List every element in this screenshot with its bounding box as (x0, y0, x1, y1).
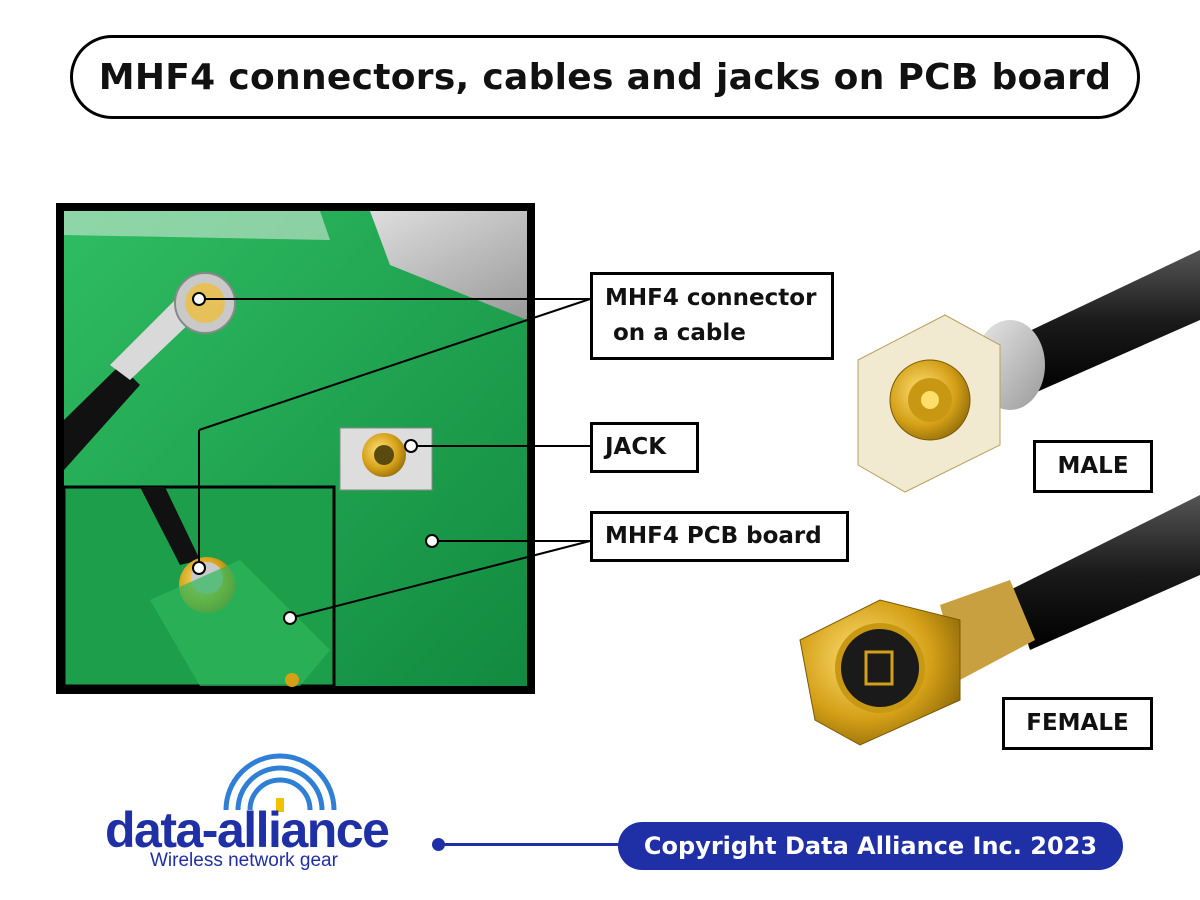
label-male-text: MALE (1057, 453, 1129, 479)
logo-wordmark: data-alliance (105, 802, 390, 858)
copyright-badge: Copyright Data Alliance Inc. 2023 (618, 822, 1123, 870)
label-pcb-board: MHF4 PCB board (590, 511, 849, 562)
label-jack-text: JACK (605, 434, 667, 460)
label-jack: JACK (590, 422, 699, 473)
pcb-photo (62, 211, 527, 688)
label-connector-on-cable-text: MHF4 connector on a cable (605, 285, 817, 346)
callout-lines (198, 298, 591, 619)
logo-tagline: Wireless network gear (150, 850, 338, 871)
page-title: MHF4 connectors, cables and jacks on PCB… (70, 35, 1140, 119)
label-male: MALE (1033, 440, 1153, 493)
male-connector-image (857, 250, 1200, 493)
label-pcb-board-text: MHF4 PCB board (605, 523, 822, 549)
label-connector-on-cable: MHF4 connector on a cable (590, 272, 834, 360)
copyright-connector-line (438, 843, 628, 846)
label-female-text: FEMALE (1026, 710, 1129, 736)
female-connector-image (799, 495, 1200, 746)
label-female: FEMALE (1002, 697, 1153, 750)
callout-markers (192, 292, 439, 625)
